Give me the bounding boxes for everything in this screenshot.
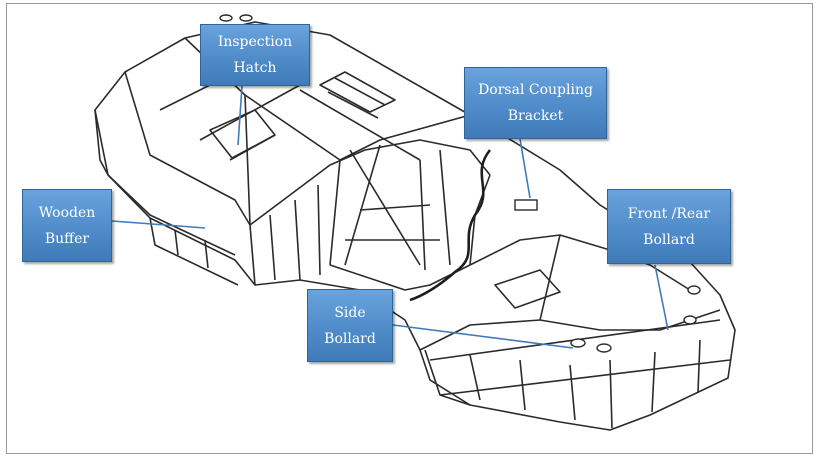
bollard-marks <box>219 14 701 353</box>
figure-border <box>6 3 813 454</box>
label-inspection-hatch: Inspection Hatch <box>200 24 310 86</box>
label-wooden-buffer-line2: Buffer <box>44 230 90 247</box>
leader-lines <box>111 85 669 349</box>
label-dorsal-coupling-bracket-line1: Dorsal Coupling <box>478 82 593 98</box>
label-front-rear-bollard-line2: Bollard <box>643 231 695 248</box>
label-inspection-hatch-line2: Hatch <box>233 60 277 76</box>
label-wooden-buffer: Wooden Buffer <box>22 189 112 262</box>
label-front-rear-bollard: Front /Rear Bollard <box>607 189 731 264</box>
label-side-bollard-line1: Side <box>334 304 366 321</box>
label-inspection-hatch-line1: Inspection <box>217 34 293 50</box>
label-side-bollard: Side Bollard <box>307 289 393 362</box>
cutaway-edge <box>409 149 492 302</box>
label-front-rear-bollard-line1: Front /Rear <box>627 205 711 222</box>
label-wooden-buffer-line1: Wooden <box>38 204 96 221</box>
label-dorsal-coupling-bracket-line2: Bracket <box>507 108 564 124</box>
hull-outline <box>94 21 736 431</box>
label-dorsal-coupling-bracket: Dorsal Coupling Bracket <box>464 67 607 139</box>
label-side-bollard-line2: Bollard <box>324 330 376 347</box>
